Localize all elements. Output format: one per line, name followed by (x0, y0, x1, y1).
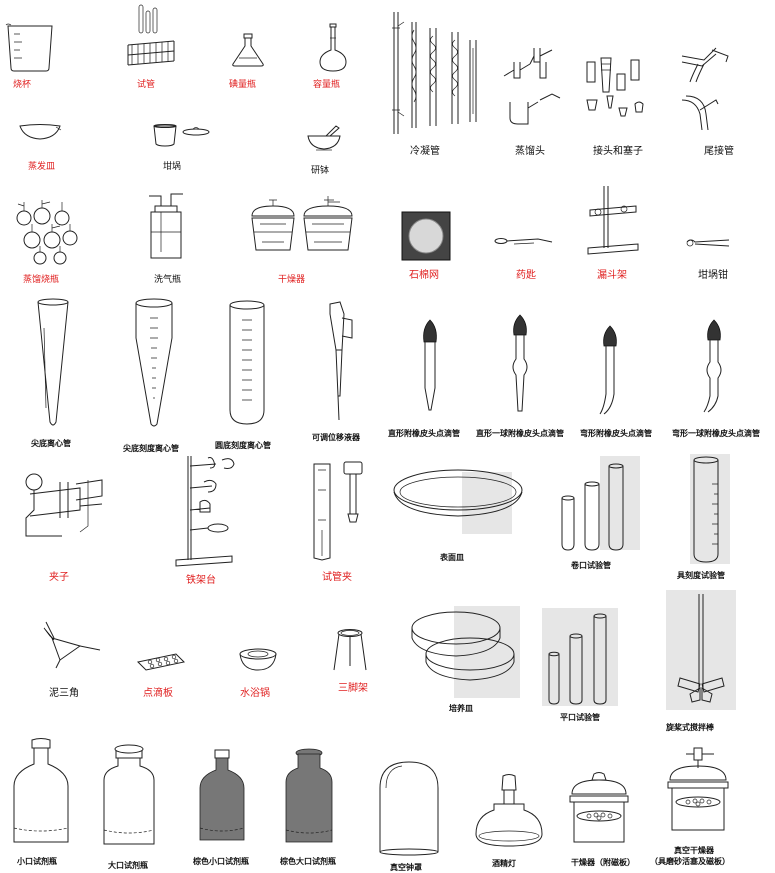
asbestos-gauze-label: 石棉网 (409, 270, 439, 281)
evaporating-dish-label: 蒸发皿 (28, 162, 56, 172)
spatula-label: 药匙 (516, 270, 536, 281)
water-bath-label: 水浴锅 (240, 688, 270, 699)
graduated-conical-centrifuge-label: 尖底刻度离心管 (123, 444, 179, 453)
conical-centrifuge-label: 尖底离心管 (31, 439, 71, 448)
brown-wide-bottle-drawing (285, 748, 333, 843)
paddle-stirrer-drawing (666, 590, 736, 710)
tail-tube-label: 尾接管 (704, 146, 734, 157)
brown-narrow-bottle-label: 棕色小口试剂瓶 (193, 857, 249, 866)
flat-tube-drawing (542, 608, 618, 706)
rolled-tube-label: 卷口试验管 (571, 561, 611, 570)
alcohol-lamp-drawing (475, 774, 543, 847)
vacuum-desiccator-label-2: （具磨砂活塞及磁板） (650, 857, 730, 866)
dropper-4-drawing (703, 319, 722, 413)
desiccator-pair-drawing (251, 196, 353, 251)
paddle-stirrer-label: 旋桨式搅拌棒 (666, 723, 714, 732)
iron-stand-drawing (175, 456, 235, 567)
mortar-label: 研钵 (311, 166, 330, 176)
dropper-3-drawing (599, 325, 617, 415)
iodine-flask-drawing (232, 33, 264, 67)
distillation-head-label: 蒸馏头 (515, 146, 545, 157)
pipette-label: 可调位移液器 (312, 433, 360, 442)
dropper-4-label: 弯形一球附橡皮头点滴管 (672, 429, 760, 438)
tube-holder-label: 试管夹 (322, 572, 352, 583)
adapter-stopper-label: 接头和塞子 (593, 146, 643, 157)
conical-centrifuge-drawing (37, 298, 69, 426)
dropper-2-drawing (512, 314, 528, 412)
dropper-3-label: 弯形附橡皮头点滴管 (580, 429, 652, 438)
condenser-group-drawing (392, 12, 477, 134)
funnel-stand-drawing (587, 186, 639, 255)
gas-washing-bottle-label: 洗气瓶 (154, 275, 182, 285)
distillation-flask-label: 蒸馏烧瓶 (23, 275, 60, 285)
iodine-flask-label: 碘量瓶 (229, 80, 257, 90)
crucible-label: 坩埚 (163, 162, 182, 172)
tripod-drawing (333, 629, 367, 671)
dropper-1-drawing (423, 319, 437, 411)
volumetric-flask-drawing (319, 23, 347, 72)
bell-jar-label: 真空钟罩 (390, 863, 422, 872)
desiccator-plate-drawing (569, 772, 629, 843)
spot-plate-drawing (136, 653, 186, 671)
iron-stand-label: 铁架台 (186, 575, 216, 586)
asbestos-gauze-drawing (401, 211, 451, 261)
watch-glass-label: 表面皿 (440, 553, 464, 562)
watch-glass-drawing (393, 469, 523, 534)
petri-dish-label: 培养皿 (449, 704, 473, 713)
dropper-2-label: 直形一球附橡皮头点滴管 (476, 429, 564, 438)
narrow-bottle-drawing (13, 738, 69, 843)
dropper-1-label: 直形附橡皮头点滴管 (388, 429, 460, 438)
clay-triangle-drawing (43, 621, 101, 669)
adapter-stopper-drawing (586, 57, 644, 117)
evaporating-dish-drawing (19, 124, 62, 140)
wide-bottle-label: 大口试剂瓶 (108, 861, 148, 870)
distillation-head-drawing (503, 48, 561, 125)
round-graduated-centrifuge-label: 圆底刻度离心管 (215, 441, 271, 450)
graduated-test-tube-label: 具刻度试验管 (677, 571, 725, 580)
beaker-drawing (5, 23, 53, 72)
condenser-label: 冷凝管 (410, 146, 440, 157)
graduated-test-tube-drawing (690, 454, 730, 564)
tube-holder-drawing (313, 461, 363, 561)
spot-plate-label: 点滴板 (143, 688, 173, 699)
clay-triangle-label: 泥三角 (49, 688, 79, 699)
water-bath-drawing (239, 648, 277, 671)
graduated-conical-centrifuge-drawing (135, 298, 173, 427)
beaker-label: 烧杯 (13, 80, 32, 90)
alcohol-lamp-label: 酒精灯 (492, 859, 516, 868)
desiccator-plate-label: 干燥器（附磁板） (571, 858, 635, 867)
tripod-label: 三脚架 (338, 683, 368, 694)
crucible-tongs-label: 坩埚钳 (698, 270, 728, 281)
wide-bottle-drawing (103, 744, 155, 845)
rolled-tube-drawing (561, 456, 640, 551)
crucible-drawing (153, 124, 210, 147)
brown-narrow-bottle-drawing (199, 749, 245, 841)
brown-wide-bottle-label: 棕色大口试剂瓶 (280, 857, 336, 866)
clamp-label: 夹子 (49, 572, 69, 583)
mortar-drawing (307, 125, 341, 151)
tail-tube-drawing (681, 47, 729, 131)
petri-dish-drawing (411, 606, 520, 698)
volumetric-flask-label: 容量瓶 (313, 80, 341, 90)
spatula-drawing (494, 238, 553, 245)
round-graduated-centrifuge-drawing (229, 300, 265, 425)
test-tube-label: 试管 (137, 80, 156, 90)
narrow-bottle-label: 小口试剂瓶 (17, 857, 57, 866)
funnel-stand-label: 漏斗架 (597, 270, 627, 281)
crucible-tongs-drawing (686, 239, 730, 247)
test-tube-rack-drawing (127, 4, 175, 66)
vacuum-desiccator-label-1: 真空干燥器 (674, 846, 714, 855)
desiccator-label: 干燥器 (278, 275, 306, 285)
vacuum-desiccator-drawing (667, 747, 729, 831)
distillation-flask-group-drawing (16, 200, 78, 265)
gas-washing-bottle-drawing (149, 193, 183, 259)
bell-jar-drawing (379, 761, 439, 856)
pipette-drawing (329, 301, 353, 421)
clamp-drawing (25, 473, 103, 537)
flat-tube-label: 平口试验管 (560, 713, 600, 722)
